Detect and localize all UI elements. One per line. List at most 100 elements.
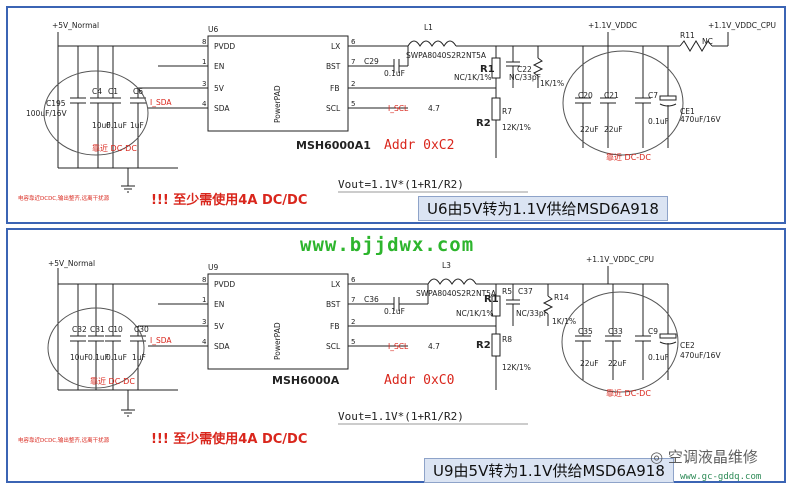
r2-label: R2 [476,340,491,351]
cap-value: 470uF/16V [680,351,721,360]
resistor-ref: R5 [502,287,512,296]
formula: Vout=1.1V*(1+R1/R2) [338,410,464,423]
pin-label: SCL [326,342,341,351]
near-dcdc-note: 靠近 DC-DC [606,152,651,162]
pin-label: EN [214,300,224,309]
i2c-scl-net: I_SCL [388,342,409,351]
resistor-value: 1K/1% [552,317,576,326]
cap-value: 22uF [608,359,627,368]
pin-label: 5V [214,322,225,331]
pin-num: 5 [351,100,355,108]
pin-num: 8 [202,38,206,46]
resistor-value: NC/1K/1% [456,309,494,318]
wechat-url: www.gc-gddq.com [680,472,762,482]
cap-value: 100uF/16V [26,109,67,118]
cap-value: 22uF [580,125,599,134]
resistor-ref: R14 [554,293,569,302]
cap-value: 0.1uF [106,353,127,362]
cap-ref: C31 [90,325,105,334]
need-4a-note: !!! 至少需使用4A DC/DC [151,431,307,447]
cap-ref: C6 [133,87,143,96]
cap-value: NC/33pF [509,73,541,82]
cap-value: 22uF [604,125,623,134]
inductor-ref: L1 [424,23,433,32]
net-vddc-cpu: +1.1V_VDDC_CPU [586,255,654,264]
pin-label: EN [214,62,224,71]
pin-label: SDA [214,342,230,351]
resistor-ref: R7 [502,107,512,116]
pin-label: PVDD [214,280,235,289]
net-5v: +5V_Normal [52,21,99,30]
schematic-panel-u6: 8 1 3 4 6 7 2 5 PVDD EN 5V SDA LX BST FB… [6,6,786,224]
pin-label: PVDD [214,42,235,51]
u9-chip-body [207,273,349,370]
r2-label: R2 [476,118,491,129]
pin-label: BST [326,62,341,71]
i2c-scl-net: I_SCL [388,104,409,113]
net-vddc: +1.1V_VDDC [588,21,637,30]
cap-value: 0.1uF [648,353,669,362]
pin-num: 8 [202,276,206,284]
pin-label: FB [330,84,339,93]
cap-value: 0.1uF [88,353,109,362]
near-dcdc-note: 靠近 DC-DC [90,376,135,386]
pin-num: 4 [202,338,207,346]
cap-value: 0.1uF [648,117,669,126]
watermark-url: www.bjjdwx.com [300,234,475,256]
cap-ref: C29 [364,57,379,66]
pin-label: LX [331,42,340,51]
cap-value: 0.1uF [384,69,405,78]
cap-ref: C195 [46,99,66,108]
cap-ref: C7 [648,91,658,100]
pin-num: 3 [202,80,206,88]
cap-ref: C9 [648,327,658,336]
caption-u6: U6由5V转为1.1V供给MSD6A918 [418,196,668,221]
caption-u9: U9由5V转为1.1V供给MSD6A918 [424,458,674,483]
small-note: 电容靠近DCDC,输出整齐,远离干扰源 [18,194,110,202]
schematic-u9-drawing: 8 1 3 4 6 7 2 5 PVDD EN 5V SDA LX BST FB… [18,255,721,447]
pin-label: 5V [214,84,225,93]
resistor-value: 4.7 [428,104,440,113]
resistor-value: 1K/1% [540,79,564,88]
cap-ref: C37 [518,287,533,296]
power-pad-label: PowerPAD [273,322,282,360]
cap-ref: CE2 [680,341,695,350]
pin-num: 1 [202,58,206,66]
formula: Vout=1.1V*(1+R1/R2) [338,178,464,191]
pin-num: 6 [351,276,356,284]
chip-name: MSH6000A [272,374,340,387]
pin-num: 2 [351,318,355,326]
pin-label: FB [330,322,339,331]
cap-ref: C20 [578,91,593,100]
pin-label: LX [331,280,340,289]
r1-label: R1 [484,294,499,305]
i2c-sda-net: I_SDA [150,336,172,345]
resistor-value: NC/1K/1% [454,73,492,82]
pin-num: 6 [351,38,356,46]
pin-label: BST [326,300,341,309]
cap-value: 1uF [132,353,146,362]
power-pad-label: PowerPAD [273,85,282,123]
pin-num: 4 [202,100,207,108]
cap-value: 470uF/16V [680,115,721,124]
near-dcdc-note: 靠近 DC-DC [606,388,651,398]
cap-ref: C30 [134,325,149,334]
pin-label: SCL [326,104,341,113]
cap-ref: C1 [108,87,118,96]
resistor-value: 12K/1% [502,363,531,372]
cap-ref: C33 [608,327,623,336]
chip-addr: Addr 0xC0 [384,373,454,388]
cap-ref: C35 [578,327,593,336]
pin-num: 7 [351,58,355,66]
cap-ref: C21 [604,91,619,100]
net-5v: +5V_Normal [48,259,95,268]
pin-label: SDA [214,104,230,113]
cap-value: 1uF [130,121,144,130]
net-vddc-cpu: +1.1V_VDDC_CPU [708,21,776,30]
pin-num: 1 [202,296,206,304]
cap-ref: C36 [364,295,379,304]
wechat-watermark: ◎ 空调液晶维修 [650,446,758,467]
resistor-ref: R8 [502,335,512,344]
cap-value: 10uF [92,121,111,130]
resistor-value: 4.7 [428,342,440,351]
